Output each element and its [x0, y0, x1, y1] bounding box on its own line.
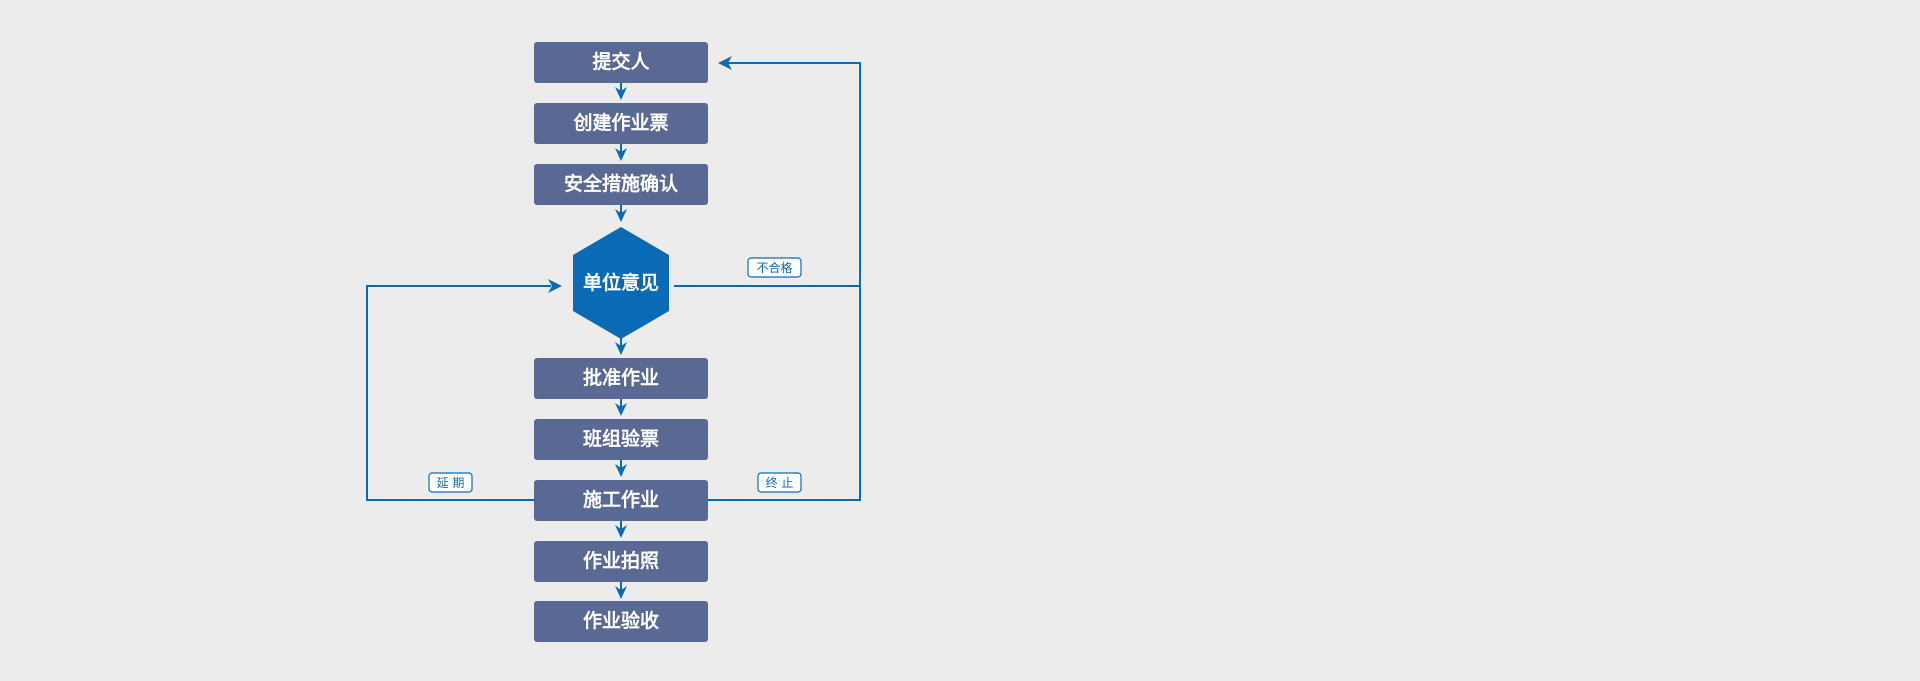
edge-label-postpone-text: 延 期 — [437, 476, 465, 490]
edge-approve-work-to-team-check — [615, 399, 627, 416]
node-approve-work-label: 批准作业 — [583, 366, 659, 389]
edge-label-reject: 不合格 — [747, 257, 802, 278]
edge-postpone-to-unit-opinion — [366, 279, 562, 501]
node-create-ticket: 创建作业票 — [534, 103, 708, 144]
edge-label-terminate: 终 止 — [757, 472, 802, 493]
node-unit-opinion-label: 单位意见 — [583, 271, 659, 294]
edge-unit-opinion-to-approve-work — [615, 338, 627, 355]
node-unit-opinion: 单位意见 — [573, 227, 669, 339]
node-safety-confirm: 安全措施确认 — [534, 164, 708, 205]
edge-label-reject-text: 不合格 — [756, 260, 792, 275]
node-construction-label: 施工作业 — [583, 488, 659, 511]
node-photo: 作业拍照 — [534, 541, 708, 582]
node-team-check: 班组验票 — [534, 419, 708, 460]
edge-terminate-to-submitter — [708, 286, 861, 501]
edge-submitter-to-create-ticket — [615, 83, 627, 100]
node-acceptance: 作业验收 — [534, 601, 708, 642]
edge-label-terminate-text: 终 止 — [766, 475, 794, 490]
node-submitter: 提交人 — [534, 42, 708, 83]
edge-photo-to-acceptance — [615, 582, 627, 599]
edge-team-check-to-construction — [615, 460, 627, 477]
node-acceptance-label: 作业验收 — [583, 609, 659, 632]
edge-construction-to-photo — [615, 521, 627, 538]
edge-create-ticket-to-safety-confirm — [615, 144, 627, 161]
node-create-ticket-label: 创建作业票 — [572, 111, 668, 134]
edge-reject-to-submitter — [674, 56, 861, 287]
node-photo-label: 作业拍照 — [583, 549, 659, 572]
edge-safety-confirm-to-unit-opinion — [615, 205, 627, 222]
node-submitter-label: 提交人 — [592, 50, 650, 73]
node-team-check-label: 班组验票 — [583, 427, 659, 450]
node-safety-confirm-label: 安全措施确认 — [564, 172, 678, 195]
edge-label-postpone: 延 期 — [428, 472, 473, 493]
node-construction: 施工作业 — [534, 480, 708, 521]
node-approve-work: 批准作业 — [534, 358, 708, 399]
